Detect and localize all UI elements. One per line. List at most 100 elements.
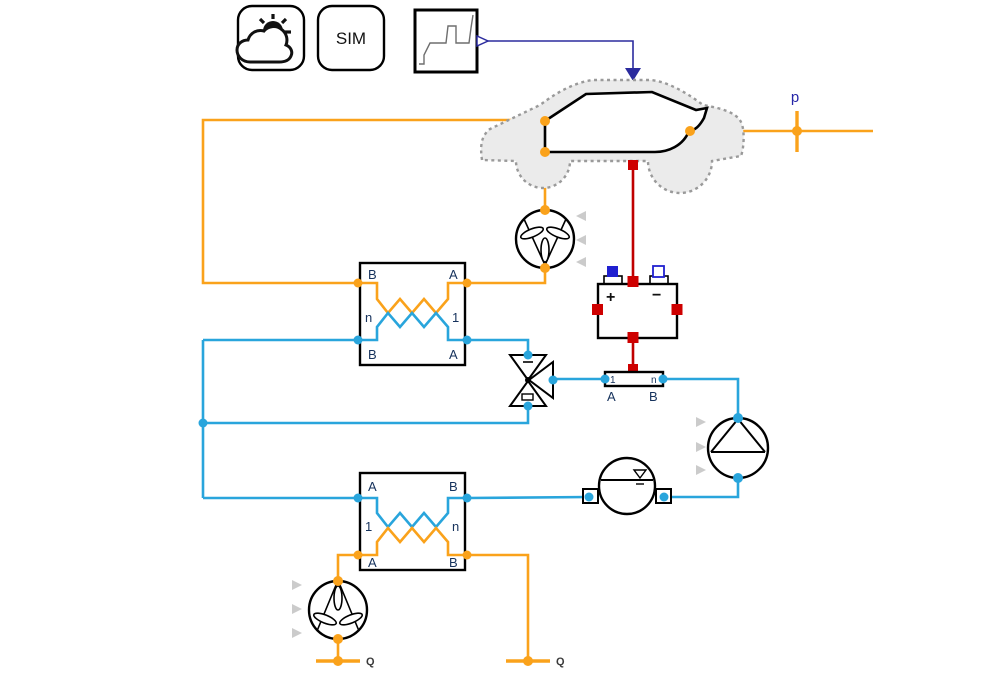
- hx-label: 1: [452, 310, 459, 325]
- cooling-plate-block[interactable]: 1 n A B: [600, 364, 668, 404]
- plate-label: n: [651, 375, 657, 386]
- hx-label: B: [449, 479, 458, 494]
- hx-port-A-top[interactable]: [353, 493, 363, 503]
- hx-label: B: [368, 347, 377, 362]
- heat-boundary-right-block[interactable]: Q: [506, 656, 565, 668]
- plate-label: 1: [610, 375, 616, 386]
- valve-to-trunk-wire[interactable]: [203, 406, 530, 425]
- hx-lower-to-ambient-fan-wire[interactable]: [336, 553, 358, 581]
- battery-minus-label: −: [652, 287, 661, 304]
- pressure-boundary-block[interactable]: p: [791, 89, 802, 152]
- three-way-valve-block[interactable]: [508, 350, 558, 411]
- expansion-tank-block[interactable]: [582, 456, 672, 516]
- valve-port-bottom[interactable]: [523, 401, 533, 411]
- valve-port-right[interactable]: [548, 375, 558, 385]
- fan-port-bottom[interactable]: [540, 263, 550, 273]
- tank-port-left[interactable]: [584, 492, 594, 502]
- plate-port-label: A: [607, 389, 616, 404]
- heat-boundary-left-block[interactable]: Q: [316, 656, 375, 668]
- hx-port-A-top[interactable]: [462, 278, 472, 288]
- plate-electrical-port[interactable]: [628, 364, 638, 374]
- fan-to-hx-upper-wire[interactable]: [467, 268, 547, 285]
- drive-cycle-source-block[interactable]: [413, 8, 490, 74]
- battery-block[interactable]: + −: [592, 265, 683, 343]
- hx-label: n: [365, 310, 372, 325]
- hx-label: B: [449, 555, 458, 570]
- pump-to-tank-wire[interactable]: [664, 478, 740, 499]
- coolant-junction-dot: [198, 418, 208, 428]
- hx-lower-to-ground-wire[interactable]: [467, 553, 530, 661]
- fan-port-bottom[interactable]: [333, 634, 343, 644]
- battery-plus-label: +: [606, 289, 615, 306]
- tank-body: [597, 456, 657, 516]
- pressure-label: p: [791, 89, 799, 106]
- hx-label: A: [449, 347, 458, 362]
- battery-electrical-port-bottom[interactable]: [627, 332, 639, 343]
- cabin-electrical-port[interactable]: [628, 160, 638, 170]
- battery-signal-connector-outline-icon[interactable]: [652, 265, 665, 278]
- hx-label: A: [368, 479, 377, 494]
- sim-control-block[interactable]: SIM: [316, 4, 386, 72]
- hx-lower-block[interactable]: A B 1 n A B: [353, 471, 472, 572]
- boundary-junction-dot: [792, 126, 802, 136]
- hx-port-B-top[interactable]: [462, 493, 472, 503]
- boundary-junction-dot: [523, 656, 533, 666]
- sim-label: SIM: [336, 29, 366, 48]
- sun-cloud-weather-icon: [235, 14, 294, 64]
- cabin-port-front-bottom[interactable]: [540, 147, 550, 157]
- hx-upper-block[interactable]: B A n 1 B A: [353, 261, 472, 367]
- battery-signal-connector-filled-icon[interactable]: [607, 266, 618, 277]
- valve-center-dot: [525, 377, 531, 383]
- hx-port-B-bottom[interactable]: [462, 550, 472, 560]
- liquid-level-icon: [632, 469, 648, 485]
- hx-label: A: [368, 555, 377, 570]
- ambient-fan-block[interactable]: [292, 576, 369, 644]
- hx-port-B-top[interactable]: [353, 278, 363, 288]
- weather-source-block[interactable]: [235, 4, 306, 72]
- fan-port-top[interactable]: [540, 205, 550, 215]
- pump-body: [706, 416, 770, 480]
- plate-to-pump-wire[interactable]: [663, 377, 740, 418]
- hx-port-A-bottom[interactable]: [462, 335, 472, 345]
- hx-cold-coil: [358, 310, 467, 342]
- heat-flow-label: Q: [366, 656, 375, 668]
- hx-label: n: [452, 519, 459, 534]
- valve-mark-closed: [521, 393, 534, 401]
- pump-port-bottom[interactable]: [733, 473, 743, 483]
- pump-port-top[interactable]: [733, 413, 743, 423]
- hx-label: 1: [365, 519, 372, 534]
- hx-port-A-bottom[interactable]: [353, 550, 363, 560]
- coolant-pump-block[interactable]: [696, 413, 770, 483]
- fan-duct-line: [316, 584, 337, 632]
- battery-electrical-port-right[interactable]: [671, 304, 683, 315]
- hx-upper-to-valve-wire[interactable]: [467, 338, 530, 355]
- cabin-fan-block[interactable]: [514, 205, 586, 273]
- air-flow-arrows-icon: [576, 211, 586, 267]
- hx-upper-to-cabin-wire[interactable]: [201, 118, 545, 285]
- plate-port-A[interactable]: [600, 374, 610, 384]
- hx-port-B-bottom[interactable]: [353, 335, 363, 345]
- flow-arrows-icon: [696, 417, 706, 475]
- cabin-port-front-top[interactable]: [540, 116, 550, 126]
- air-flow-arrows-icon: [292, 580, 302, 638]
- battery-electrical-port-left[interactable]: [592, 304, 603, 315]
- trajectory-step-curve-icon: [419, 14, 474, 65]
- plate-port-B[interactable]: [658, 374, 668, 384]
- hx-label: B: [368, 267, 377, 282]
- hx-warm-coil: [358, 525, 467, 557]
- three-blade-fan-icon: [519, 226, 571, 263]
- tank-port-right[interactable]: [659, 492, 669, 502]
- cabin-port-rear[interactable]: [685, 126, 695, 136]
- tank-to-hx-lower-wire[interactable]: [466, 495, 590, 500]
- battery-electrical-port-top[interactable]: [627, 276, 639, 287]
- vehicle-cabin-block[interactable]: [479, 78, 745, 195]
- fan-port-top[interactable]: [333, 576, 343, 586]
- fan-duct-line: [339, 584, 360, 632]
- plate-port-label: B: [649, 389, 658, 404]
- valve-port-top[interactable]: [523, 350, 533, 360]
- boundary-junction-dot: [333, 656, 343, 666]
- drive-cycle-signal-wire[interactable]: [487, 40, 634, 68]
- heat-flow-label: Q: [556, 656, 565, 668]
- signal-output-port[interactable]: [476, 34, 490, 48]
